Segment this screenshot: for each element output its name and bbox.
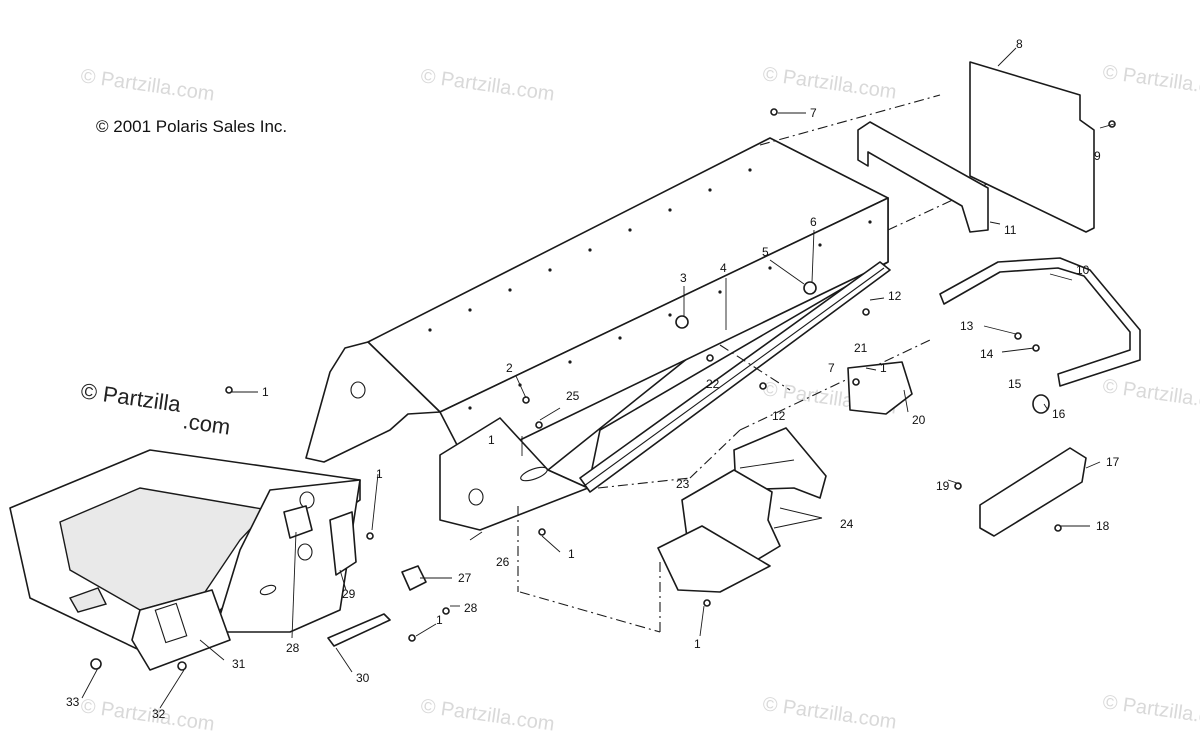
callout-label: 15: [1008, 377, 1022, 391]
side-cover-17: [979, 447, 1087, 537]
callout-label: 7: [810, 106, 817, 120]
copyright-text: © 2001 Polaris Sales Inc.: [96, 117, 287, 136]
callout-label: 1: [488, 433, 495, 447]
callout-label: 23: [676, 477, 690, 491]
callout-label: 3: [680, 271, 687, 285]
bracket-29: [329, 511, 357, 576]
watermark: © Partzilla.com: [419, 695, 556, 736]
rivet-row: [428, 168, 872, 410]
callout-label: 31: [232, 657, 246, 671]
front-plate-slot: [520, 466, 548, 482]
callout-label: 8: [1016, 37, 1023, 51]
watermark: © Partzilla.com: [761, 693, 898, 734]
callout-label: 12: [888, 289, 902, 303]
watermark: © Partzilla.com: [79, 695, 216, 736]
watermark: © Partzilla.com: [1101, 61, 1200, 102]
pad-27: [401, 565, 427, 591]
callout-label: 1: [694, 637, 701, 651]
callout-label: 24: [840, 517, 854, 531]
strap-30: [327, 613, 391, 647]
callout-label: 7: [828, 361, 835, 375]
callout-label: 9: [1094, 149, 1101, 163]
bushing-28: [283, 505, 313, 539]
flap-bracket: [857, 121, 989, 233]
callout-label: 1: [436, 613, 443, 627]
callout-label: 1: [568, 547, 575, 561]
snow-flap: [969, 61, 1095, 233]
bracket-24-lower: [657, 525, 771, 593]
bulkhead-right-plate: [214, 479, 361, 633]
callout-label: 20: [912, 413, 926, 427]
callout-label: 1: [262, 385, 269, 399]
callout-label: 6: [810, 215, 817, 229]
callout-label: 12: [772, 409, 786, 423]
watermark: © Partzilla.com: [761, 63, 898, 104]
callout-label: 33: [66, 695, 80, 709]
callout-label: 14: [980, 347, 994, 361]
end-cap-16: [1032, 394, 1050, 414]
callout-label: 27: [458, 571, 472, 585]
callout-labels: 1 2 3 4 5 6 7 8 9 10 11 12 12 13 14 15 1…: [66, 37, 1120, 721]
callout-label: 22: [706, 377, 720, 391]
callout-label: 26: [496, 555, 510, 569]
callout-label: 13: [960, 319, 974, 333]
plate-hole-lower: [297, 543, 313, 561]
bulkhead-bracket: [68, 587, 108, 613]
front-face-cutout: [154, 602, 188, 644]
watermark-feature-line1: © Partzilla: [79, 378, 183, 417]
watermark: © Partzilla.com: [1101, 691, 1200, 732]
tunnel-rear-flap: [305, 341, 441, 463]
callout-label: 30: [356, 671, 370, 685]
callout-label: 5: [762, 245, 769, 259]
callout-label: 1: [880, 361, 887, 375]
watermark: © Partzilla.com: [419, 65, 556, 106]
rear-bumper: [939, 257, 1141, 387]
callout-label: 21: [854, 341, 868, 355]
callout-label: 2: [506, 361, 513, 375]
watermark-feature-line2: .com: [181, 408, 232, 439]
watermark: © Partzilla.com: [1101, 375, 1200, 416]
callout-label: 17: [1106, 455, 1120, 469]
callout-label: 4: [720, 261, 727, 275]
front-bulkhead-assembly: [9, 449, 361, 671]
callout-label: 18: [1096, 519, 1110, 533]
bulkhead-floor: [59, 487, 270, 611]
tunnel-hole: [350, 381, 366, 399]
callout-label: 19: [936, 479, 950, 493]
callout-label: 11: [1004, 223, 1017, 237]
callout-label: 16: [1052, 407, 1066, 421]
callout-label: 28: [464, 601, 478, 615]
callout-label: 25: [566, 389, 580, 403]
front-plate-hole: [468, 488, 484, 506]
callout-label: 10: [1076, 263, 1090, 277]
callout-label: 28: [286, 641, 300, 655]
plate-slot: [259, 584, 277, 596]
callout-label: 32: [152, 707, 166, 721]
footrest-bracket-20: [847, 361, 913, 415]
rail-edge: [583, 267, 885, 487]
leader-lines: [81, 47, 1115, 709]
callout-label: 29: [342, 587, 356, 601]
watermark: © Partzilla.com: [79, 65, 216, 106]
callout-label: 1: [376, 467, 383, 481]
tunnel-assembly: [305, 137, 889, 531]
